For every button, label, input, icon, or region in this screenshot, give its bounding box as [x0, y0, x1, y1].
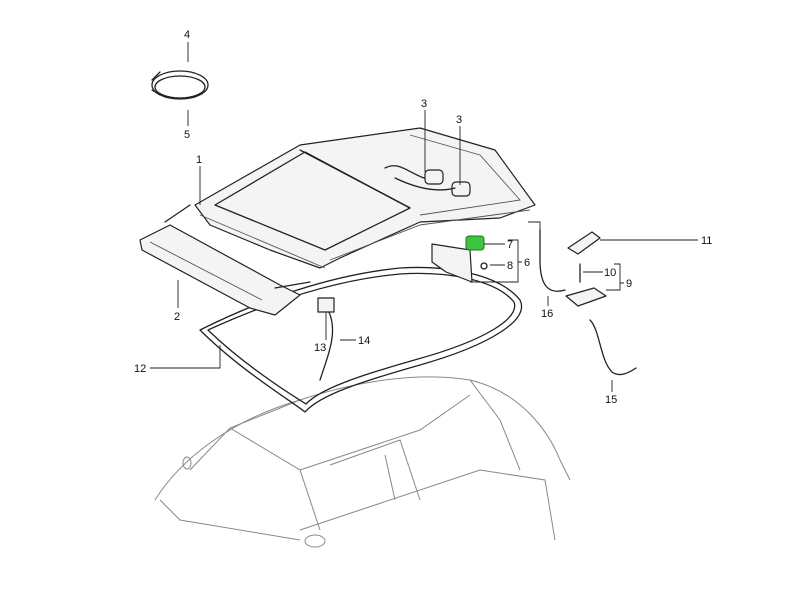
callout-4: 4: [184, 29, 190, 41]
callout-10: 10: [604, 267, 616, 279]
callout-14: 14: [358, 335, 370, 347]
trim-cover: [567, 231, 601, 255]
callout-8: 8: [507, 260, 513, 272]
callout-12: 12: [134, 363, 146, 375]
drain-hose-16: [539, 229, 566, 292]
callout-6: 6: [524, 257, 530, 269]
callout-9: 9: [626, 278, 632, 290]
roof-motors: [384, 165, 471, 197]
callout-7: 7: [507, 239, 513, 251]
callout-1: 1: [196, 154, 202, 166]
latch: [565, 287, 607, 307]
hose-14: [319, 309, 334, 381]
car-body-outline: [154, 376, 571, 548]
drain-hose-15: [589, 319, 637, 376]
callout-13: 13: [314, 342, 326, 354]
callout-2: 2: [174, 311, 180, 323]
callout-5: 5: [184, 129, 190, 141]
roof-lock: [431, 243, 488, 283]
roof-seal: [199, 266, 523, 413]
bracket-13: [317, 297, 335, 313]
highlighted-screw[interactable]: [465, 235, 485, 251]
callout-3b: 3: [456, 114, 462, 126]
hardtop-roof: [194, 127, 536, 269]
rear-spoiler: [139, 204, 311, 316]
callout-16: 16: [541, 308, 553, 320]
callout-3a: 3: [421, 98, 427, 110]
leader-lines: [150, 42, 698, 392]
callout-11: 11: [701, 235, 712, 247]
cable-coil: [151, 70, 209, 100]
callout-15: 15: [605, 394, 617, 406]
